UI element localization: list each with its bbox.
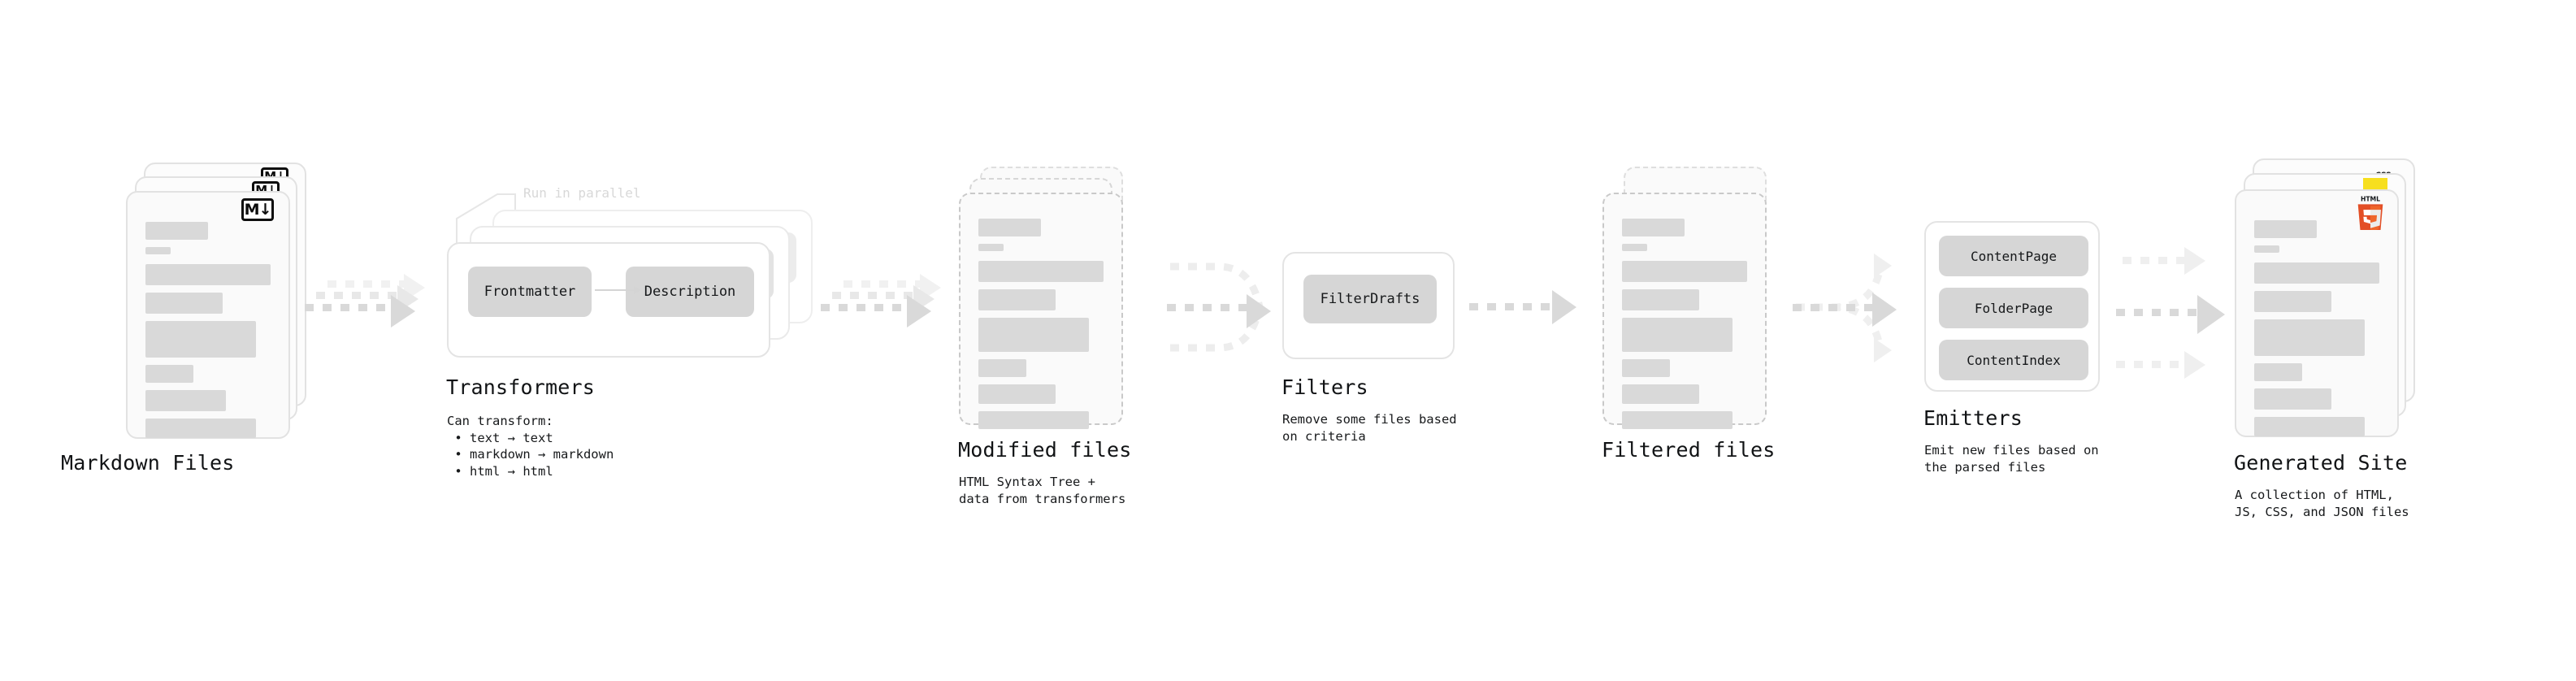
stage-desc-modified-files: HTML Syntax Tree + data from transformer… bbox=[959, 475, 1126, 506]
generated-card-front bbox=[2235, 189, 2399, 437]
arrow-head bbox=[1552, 290, 1579, 324]
arrow-head bbox=[2197, 295, 2227, 334]
content-bar bbox=[1622, 219, 1685, 236]
markdown-icon: M↓ bbox=[241, 198, 274, 221]
markdown-card-stack: M↓ M↓ M↓ bbox=[126, 163, 313, 447]
content-bar bbox=[978, 359, 1026, 377]
content-bar bbox=[1622, 261, 1747, 282]
markdown-card-content bbox=[145, 222, 271, 445]
stage-title-transformers: Transformers bbox=[446, 375, 596, 399]
content-bar bbox=[1622, 359, 1670, 377]
run-in-parallel-label: Run in parallel bbox=[523, 185, 641, 201]
stage-title-generated-site: Generated Site bbox=[2234, 451, 2408, 475]
arrow-dash bbox=[316, 292, 402, 299]
content-bar bbox=[2254, 291, 2332, 312]
transformer-panel-front: Frontmatter Description bbox=[447, 242, 770, 358]
stage-title-filters: Filters bbox=[1281, 375, 1368, 399]
chip-contentindex[interactable]: ContentIndex bbox=[1939, 340, 2088, 380]
modified-card-front bbox=[959, 193, 1123, 429]
filtered-card-front bbox=[1602, 193, 1767, 429]
stage-modified-files: Modified files HTML Syntax Tree + data f… bbox=[958, 167, 1138, 506]
content-bar bbox=[2254, 417, 2365, 436]
transformer-link bbox=[595, 289, 635, 291]
content-bar bbox=[145, 264, 271, 285]
arrow-head bbox=[2184, 247, 2208, 275]
content-bar bbox=[2254, 262, 2379, 284]
content-bar bbox=[145, 419, 256, 438]
chip-description[interactable]: Description bbox=[626, 267, 754, 317]
content-bar bbox=[978, 289, 1056, 310]
content-bar bbox=[145, 247, 171, 254]
modified-card-content bbox=[978, 219, 1104, 436]
filtered-card-content bbox=[1622, 219, 1747, 436]
arrow-dash bbox=[1469, 303, 1557, 310]
stage-markdown-files: M↓ M↓ M↓ Markdown Files bbox=[61, 163, 313, 475]
chip-frontmatter[interactable]: Frontmatter bbox=[468, 267, 592, 317]
content-bar bbox=[1622, 411, 1733, 429]
content-bar bbox=[1622, 289, 1700, 310]
stage-desc-filters: Remove some files based on criteria bbox=[1282, 412, 1457, 444]
arrow-head bbox=[391, 295, 418, 327]
stage-title-modified-files: Modified files bbox=[958, 438, 1132, 462]
chip-folderpage[interactable]: FolderPage bbox=[1939, 288, 2088, 328]
stage-desc-emitters: Emit new files based on the parsed files bbox=[1924, 443, 2099, 475]
arrow-head bbox=[1872, 293, 1899, 327]
content-bar bbox=[978, 411, 1089, 429]
modified-card-stack bbox=[959, 167, 1138, 435]
content-bar bbox=[2254, 319, 2365, 356]
arrow-dash bbox=[305, 304, 396, 311]
content-bar bbox=[978, 261, 1104, 282]
arrow-dash bbox=[832, 292, 918, 299]
arrow-head bbox=[907, 295, 934, 327]
transformer-link-head bbox=[634, 286, 644, 294]
content-bar bbox=[145, 321, 256, 358]
arrow-dash bbox=[2123, 257, 2188, 264]
filters-box: FilterDrafts bbox=[1282, 252, 1455, 359]
parallel-leader-line bbox=[456, 193, 516, 245]
arrow-dash bbox=[327, 280, 409, 288]
content-bar bbox=[978, 219, 1041, 236]
stage-desc-generated-site: A collection of HTML, JS, CSS, and JSON … bbox=[2235, 488, 2409, 519]
stage-desc-transformers: Can transform: • text → text • markdown … bbox=[447, 414, 614, 479]
svg-text:HTML: HTML bbox=[2361, 196, 2380, 203]
html5-icon: HTML bbox=[2357, 196, 2383, 230]
arrow-head bbox=[2184, 351, 2208, 379]
arrow-dash bbox=[2116, 361, 2188, 368]
content-bar bbox=[978, 318, 1089, 352]
stage-title-emitters: Emitters bbox=[1923, 406, 2023, 430]
arrow-head bbox=[1874, 338, 1894, 362]
filtered-card-stack bbox=[1602, 167, 1781, 435]
chip-contentpage[interactable]: ContentPage bbox=[1939, 236, 2088, 276]
content-bar bbox=[978, 244, 1004, 251]
arrow-head bbox=[1874, 254, 1894, 278]
content-bar bbox=[1622, 244, 1647, 251]
emitters-box: ContentPage FolderPage ContentIndex bbox=[1924, 221, 2100, 392]
merge-curves bbox=[1170, 262, 1264, 352]
content-bar bbox=[2254, 245, 2279, 253]
content-bar bbox=[1622, 318, 1733, 352]
arrow-dash bbox=[821, 304, 912, 311]
arrow-head bbox=[1247, 294, 1273, 328]
markdown-card-front bbox=[126, 191, 290, 439]
stage-title-filtered-files: Filtered files bbox=[1602, 438, 1776, 462]
content-bar bbox=[978, 384, 1056, 404]
arrow-dash bbox=[2116, 309, 2201, 316]
stage-generated-site: CSS HTML bbox=[2234, 158, 2430, 519]
content-bar bbox=[1622, 384, 1700, 404]
chip-filterdrafts[interactable]: FilterDrafts bbox=[1303, 275, 1437, 323]
arrow-dash bbox=[1167, 304, 1250, 311]
content-bar bbox=[145, 390, 226, 411]
content-bar bbox=[145, 365, 193, 383]
content-bar bbox=[145, 293, 223, 314]
arrow-dash bbox=[1793, 304, 1876, 311]
generated-card-stack: CSS HTML bbox=[2235, 158, 2430, 443]
stage-title-markdown-files: Markdown Files bbox=[61, 451, 235, 475]
content-bar bbox=[145, 222, 208, 240]
stage-filtered-files: Filtered files bbox=[1602, 167, 1781, 462]
content-bar bbox=[2254, 220, 2317, 238]
content-bar bbox=[2254, 363, 2302, 381]
generated-card-content bbox=[2254, 220, 2379, 444]
arrow-dash bbox=[843, 280, 925, 288]
content-bar bbox=[2254, 388, 2332, 410]
